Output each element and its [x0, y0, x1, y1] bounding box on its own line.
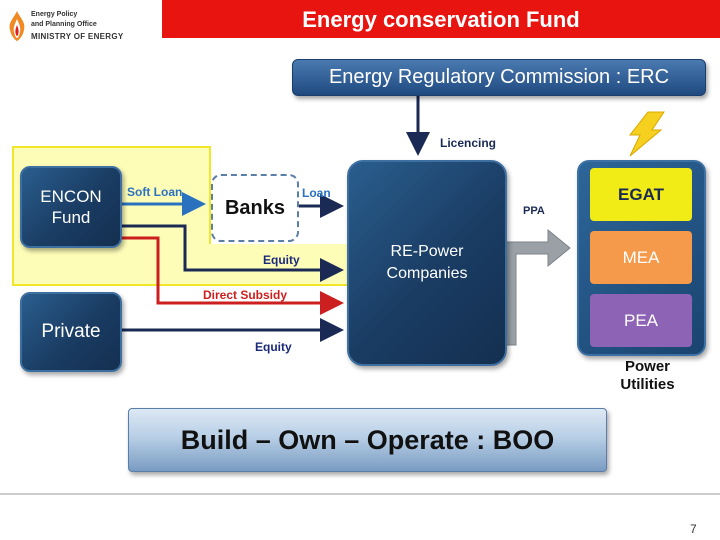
soft-loan-label: Soft Loan	[127, 185, 183, 199]
header-bar	[162, 0, 720, 38]
footer-divider	[0, 493, 720, 495]
private-label: Private	[41, 321, 101, 342]
banks-box	[211, 174, 299, 242]
mea-box: MEA	[590, 231, 692, 284]
page-title: Energy conservation Fund	[302, 7, 580, 32]
licencing-label: Licencing	[440, 136, 497, 150]
pea-box: PEA	[590, 294, 692, 347]
encon-fund-box	[20, 166, 122, 248]
re-power-companies-label: RE-Power Companies	[347, 160, 507, 366]
logo-text-line2: and Planning Office	[31, 21, 97, 28]
lightning-icon	[628, 111, 665, 157]
equity-encon-arrow	[120, 224, 344, 282]
power-utilities-label: Power Utilities	[620, 358, 675, 393]
ppa-label: PPA	[523, 205, 545, 217]
flame-logo-icon	[9, 11, 25, 41]
logo-text-line1: Energy Policy	[31, 11, 78, 18]
banks-label: Banks	[224, 196, 286, 219]
encon-fund-label: ENCON Fund	[20, 166, 122, 248]
direct-subsidy-arrow	[120, 236, 344, 315]
re-power-text: RE-Power Companies	[386, 243, 468, 282]
direct-subsidy-label: Direct Subsidy	[203, 288, 288, 302]
loan-label: Loan	[302, 186, 331, 200]
page-number: 7	[690, 522, 697, 536]
private-box	[20, 292, 122, 372]
logo: Energy Policy and Planning Office MINIST…	[0, 0, 160, 48]
ppa-arrow	[505, 228, 571, 346]
re-power-companies-box	[347, 160, 507, 366]
equity-encon-label: Equity	[263, 253, 300, 267]
egat-box: EGAT	[590, 168, 692, 221]
equity-private-label: Equity	[255, 340, 292, 354]
erc-box: Energy Regulatory Commission : ERC	[292, 59, 706, 96]
boo-banner: Build – Own – Operate : BOO	[128, 408, 607, 472]
encon-highlight-area-lower	[12, 244, 349, 286]
logo-text-line3: MINISTRY OF ENERGY	[31, 32, 124, 41]
encon-fund-text: ENCON Fund	[40, 187, 102, 227]
